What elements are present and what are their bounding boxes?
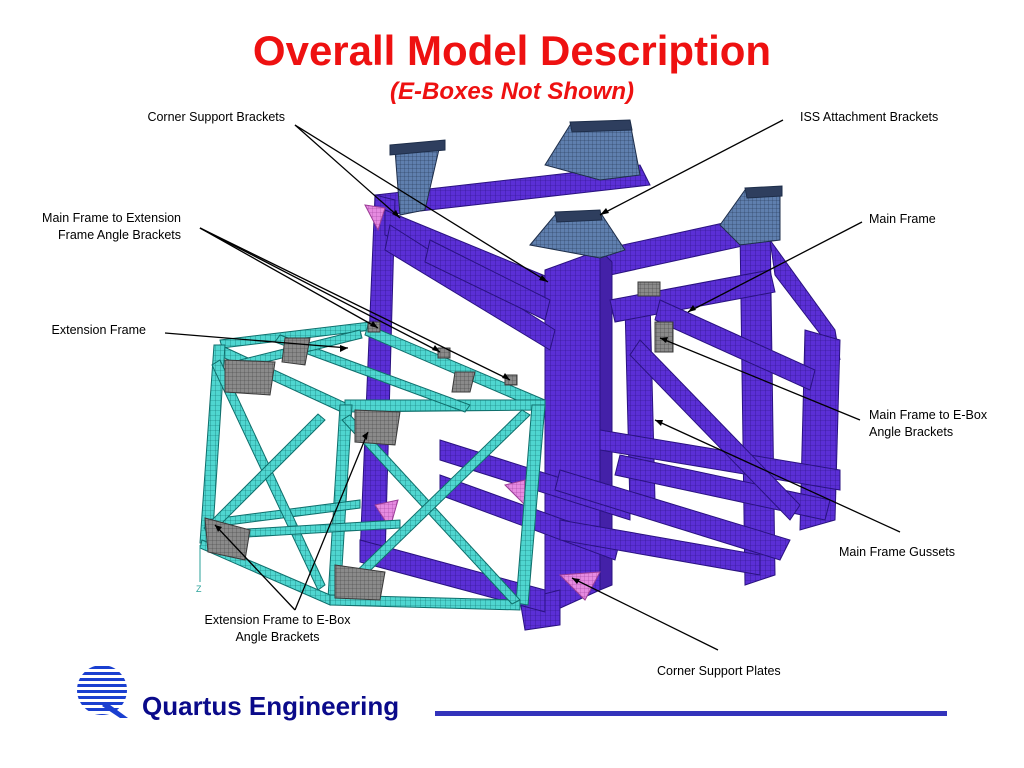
footer-rule <box>435 711 947 716</box>
label-corner-support-brackets: Corner Support Brackets <box>147 110 285 124</box>
leader-main-ext-2 <box>199 227 441 353</box>
callout-leaders <box>164 119 901 651</box>
leader-gussets <box>654 419 901 533</box>
main-frame-gussets <box>364 204 601 601</box>
leader-corner-support-2 <box>294 124 549 283</box>
company-name: Quartus Engineering <box>142 691 400 721</box>
callout-arrowheads <box>215 208 696 584</box>
label-main-to-extension-line1: Main Frame to Extension <box>42 211 181 225</box>
label-main-to-extension: Main Frame to Extension Frame Angle Brac… <box>10 210 181 244</box>
page-subtitle: (E-Boxes Not Shown) <box>390 78 634 105</box>
leader-main-ebox <box>659 337 861 421</box>
axis-marker: Z <box>196 584 202 594</box>
leader-main-ext-3 <box>199 227 511 381</box>
leader-corner-support-1 <box>294 124 401 219</box>
main-frame-to-ebox-brackets <box>637 281 674 353</box>
label-main-to-extension-line2: Frame Angle Brackets <box>58 228 181 242</box>
label-extension-to-ebox-line1: Extension Frame to E-Box <box>204 613 351 627</box>
leader-extension-frame <box>164 332 349 349</box>
leader-main-ext-1 <box>199 227 379 329</box>
label-main-frame: Main Frame <box>869 212 936 226</box>
label-main-to-ebox-line2: Angle Brackets <box>869 425 954 439</box>
label-iss-attachment-brackets: ISS Attachment Brackets <box>800 110 939 124</box>
extension-frame-to-ebox-brackets <box>204 337 476 601</box>
label-extension-to-ebox-line2: Angle Brackets <box>235 630 320 644</box>
leader-ext-ebox-1 <box>214 524 296 611</box>
extension-frame <box>199 321 546 611</box>
label-main-to-ebox-line1: Main Frame to E-Box <box>869 408 988 422</box>
leader-iss <box>599 119 784 216</box>
label-main-frame-gussets: Main Frame Gussets <box>839 545 956 559</box>
leader-corner-plates <box>571 577 719 651</box>
label-corner-support-plates: Corner Support Plates <box>657 664 781 678</box>
label-extension-to-ebox: Extension Frame to E-Box Angle Brackets <box>185 612 370 646</box>
leader-main-frame <box>687 221 863 313</box>
leader-ext-ebox-2 <box>294 431 369 611</box>
page-title: Overall Model Description <box>252 27 772 74</box>
iss-attachment-brackets <box>389 119 783 259</box>
label-extension-frame: Extension Frame <box>51 323 146 337</box>
label-main-to-ebox: Main Frame to E-Box Angle Brackets <box>869 407 987 441</box>
quartus-logo-icon <box>77 665 128 718</box>
